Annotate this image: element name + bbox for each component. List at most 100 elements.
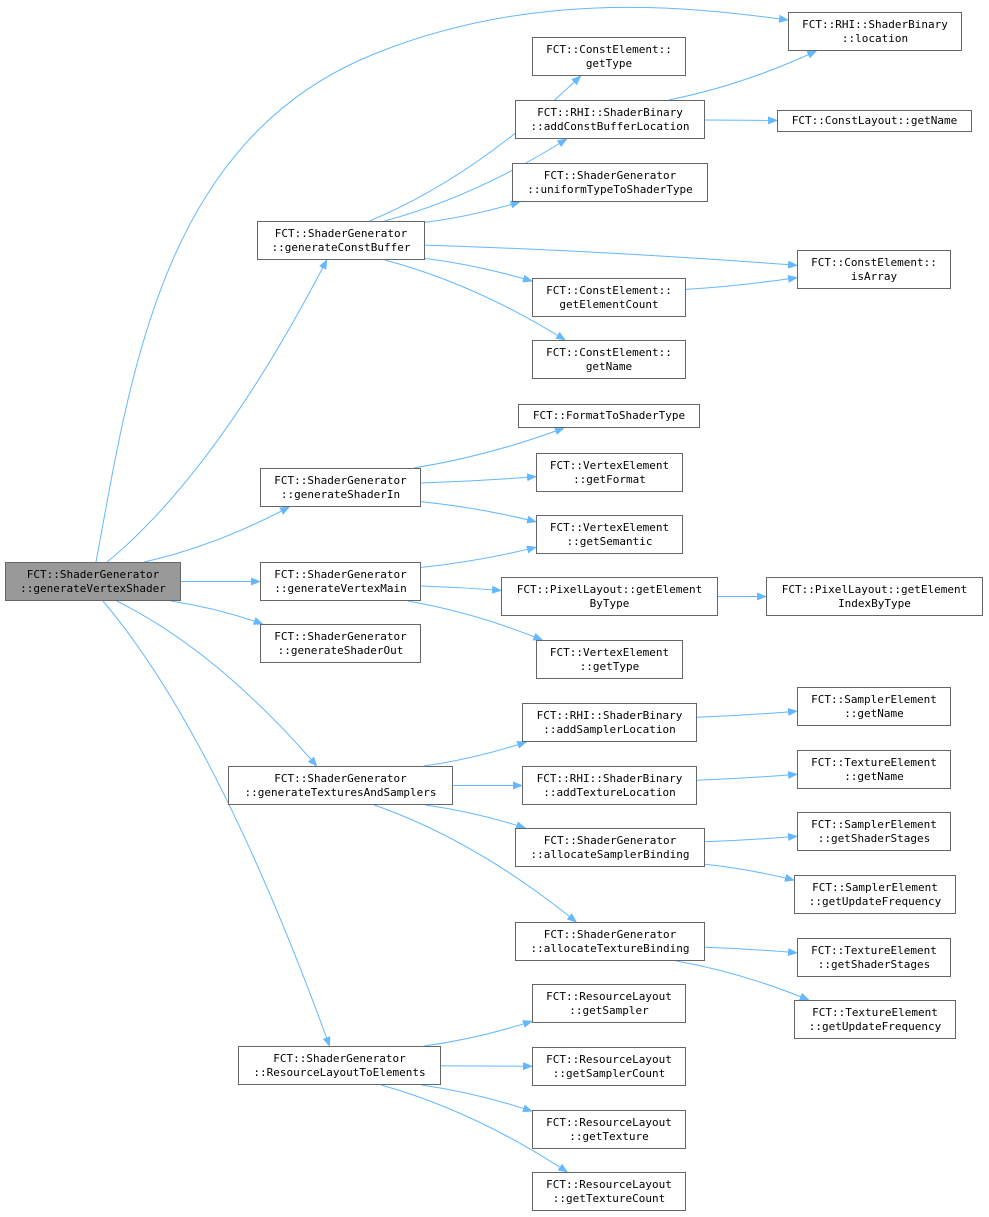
node-label-line: FCT::TextureElement — [811, 755, 937, 769]
node-label-line: FCT::ConstElement:: — [546, 283, 672, 297]
graph-node-tegss[interactable]: FCT::TextureElement::getShaderStages — [797, 938, 951, 977]
graph-node-acbl[interactable]: FCT::RHI::ShaderBinary::addConstBufferLo… — [515, 100, 705, 139]
graph-node-asb[interactable]: FCT::ShaderGenerator::allocateSamplerBin… — [515, 828, 705, 867]
graph-node-rlgs[interactable]: FCT::ResourceLayout::getSampler — [532, 984, 686, 1023]
node-label-line: FCT::VertexElement — [549, 645, 670, 659]
edge-asb-to-segss — [704, 832, 798, 843]
node-label-line: ::getShaderStages — [817, 831, 931, 845]
graph-node-root[interactable]: FCT::ShaderGenerator::generateVertexShad… — [5, 562, 181, 601]
graph-node-rlgt[interactable]: FCT::ResourceLayout::getTexture — [532, 1110, 686, 1149]
node-label-line: FCT::SamplerElement — [812, 880, 938, 894]
node-label-line: FCT::ResourceLayout — [546, 1052, 672, 1066]
node-label-line: FCT::ShaderGenerator — [274, 629, 407, 643]
graph-node-utst[interactable]: FCT::ShaderGenerator::uniformTypeToShade… — [512, 163, 708, 202]
node-label-line: ::getUpdateFrequency — [808, 1019, 942, 1033]
node-label-line: ::generateTexturesAndSamplers — [244, 785, 437, 799]
graph-node-teguf[interactable]: FCT::TextureElement::getUpdateFrequency — [794, 1000, 956, 1039]
edge-atb-to-teguf — [676, 960, 810, 1001]
node-label-line: FCT::RHI::ShaderBinary — [802, 17, 948, 31]
edge-atb-to-tegss — [704, 946, 798, 957]
graph-node-tegn[interactable]: FCT::TextureElement::getName — [797, 750, 951, 789]
node-label-line: ::allocateTextureBinding — [530, 941, 690, 955]
graph-node-clgn[interactable]: FCT::ConstLayout::getName — [777, 110, 972, 132]
edge-cb-to-acbl — [384, 138, 568, 222]
node-label-line: ::getShaderStages — [817, 957, 931, 971]
graph-node-atb[interactable]: FCT::ShaderGenerator::allocateTextureBin… — [515, 922, 705, 961]
node-label-line: FCT::SamplerElement — [811, 692, 937, 706]
node-label-line: ::generateVertexShader — [20, 581, 166, 595]
edge-vm-to-plgebt — [420, 585, 502, 594]
node-label-line: ::generateShaderOut — [277, 643, 404, 657]
node-label-line: FCT::ResourceLayout — [546, 989, 672, 1003]
node-label-line: ::getSamplerCount — [552, 1066, 666, 1080]
node-label-line: FCT::ConstElement:: — [546, 42, 672, 56]
node-label-line: FCT::PixelLayout::getElement — [516, 582, 703, 596]
node-label-line: ::getType — [579, 659, 640, 673]
node-label-line: FCT::VertexElement — [549, 458, 670, 472]
graph-node-cegec[interactable]: FCT::ConstElement::getElementCount — [532, 278, 686, 317]
node-label-line: FCT::RHI::ShaderBinary — [536, 771, 683, 785]
node-label-line: FCT::ShaderGenerator — [274, 771, 407, 785]
edge-rle-to-rlgs — [424, 1020, 533, 1047]
graph-node-cegn[interactable]: FCT::ConstElement::getName — [532, 340, 686, 379]
graph-node-rle[interactable]: FCT::ShaderGenerator::ResourceLayoutToEl… — [238, 1046, 441, 1085]
graph-node-cb[interactable]: FCT::ShaderGenerator::generateConstBuffe… — [257, 221, 425, 260]
graph-node-atl[interactable]: FCT::RHI::ShaderBinary::addTextureLocati… — [522, 766, 697, 805]
node-label-line: getType — [585, 56, 633, 70]
edge-cb-to-cegec — [424, 257, 533, 283]
graph-node-segn[interactable]: FCT::SamplerElement::getName — [797, 687, 951, 726]
node-label-line: FCT::ResourceLayout — [546, 1115, 672, 1129]
graph-node-ftst[interactable]: FCT::FormatToShaderType — [518, 404, 700, 428]
edge-cb-to-utst — [424, 200, 521, 223]
graph-node-rlgsc[interactable]: FCT::ResourceLayout::getSamplerCount — [532, 1047, 686, 1086]
graph-node-asl[interactable]: FCT::RHI::ShaderBinary::addSamplerLocati… — [522, 703, 697, 742]
graph-node-vegf[interactable]: FCT::VertexElement::getFormat — [536, 453, 683, 492]
graph-node-vegt[interactable]: FCT::VertexElement::getType — [536, 640, 683, 679]
node-label-line: ::getTexture — [569, 1129, 649, 1143]
node-label-line: ::generateShaderIn — [280, 487, 401, 501]
node-label-line: ::getUpdateFrequency — [808, 894, 942, 908]
edge-sin-to-ftst — [413, 427, 565, 469]
node-label-line: ::getFormat — [573, 472, 646, 486]
graph-node-sout[interactable]: FCT::ShaderGenerator::generateShaderOut — [260, 624, 421, 663]
graph-node-vegs[interactable]: FCT::VertexElement::getSemantic — [536, 515, 683, 554]
graph-node-tas[interactable]: FCT::ShaderGenerator::generateTexturesAn… — [228, 766, 453, 805]
node-label-line: FCT::VertexElement — [549, 520, 670, 534]
edge-cegec-to-ceia — [685, 274, 798, 290]
graph-node-cegt[interactable]: FCT::ConstElement::getType — [532, 37, 686, 76]
edge-root-to-sin — [144, 506, 291, 563]
edge-asb-to-seguf — [704, 863, 795, 882]
graph-node-loc[interactable]: FCT::RHI::ShaderBinary::location — [788, 12, 962, 51]
node-label-line: FCT::ShaderGenerator — [274, 226, 408, 240]
node-label-line: ::addTextureLocation — [543, 785, 676, 799]
graph-node-seguf[interactable]: FCT::SamplerElement::getUpdateFrequency — [794, 875, 956, 914]
edge-cb-to-cegn — [384, 259, 566, 341]
edge-vm-to-vegs — [420, 545, 537, 568]
graph-node-ceia[interactable]: FCT::ConstElement::isArray — [797, 250, 951, 289]
graph-node-rlgtc[interactable]: FCT::ResourceLayout::getTextureCount — [532, 1172, 686, 1211]
node-label-line: getElementCount — [559, 297, 659, 311]
node-label-line: FCT::ShaderGenerator — [274, 473, 407, 487]
node-label-line: ::ResourceLayoutToElements — [253, 1065, 426, 1079]
node-label-line: FCT::FormatToShaderType — [532, 409, 686, 422]
node-label-line: ::getSemantic — [566, 534, 653, 548]
graph-node-sin[interactable]: FCT::ShaderGenerator::generateShaderIn — [260, 468, 421, 507]
graph-node-segss[interactable]: FCT::SamplerElement::getShaderStages — [797, 812, 951, 851]
edge-rle-to-rlgtc — [381, 1084, 569, 1173]
edge-rle-to-rlgt — [421, 1084, 533, 1113]
node-label-line: FCT::ConstLayout::getName — [791, 114, 958, 127]
node-label-line: isArray — [850, 269, 898, 283]
edge-acbl-to-loc — [668, 50, 818, 101]
edge-sin-to-vegf — [420, 473, 537, 484]
node-label-line: FCT::PixelLayout::getElement — [781, 582, 968, 596]
node-label-line: ::addSamplerLocation — [543, 722, 676, 736]
node-label-line: FCT::TextureElement — [812, 1005, 938, 1019]
node-label-line: FCT::ShaderGenerator — [273, 1051, 406, 1065]
node-label-line: ::getName — [844, 706, 904, 720]
graph-node-vm[interactable]: FCT::ShaderGenerator::generateVertexMain — [260, 562, 421, 601]
edge-asl-to-segn — [696, 707, 798, 718]
